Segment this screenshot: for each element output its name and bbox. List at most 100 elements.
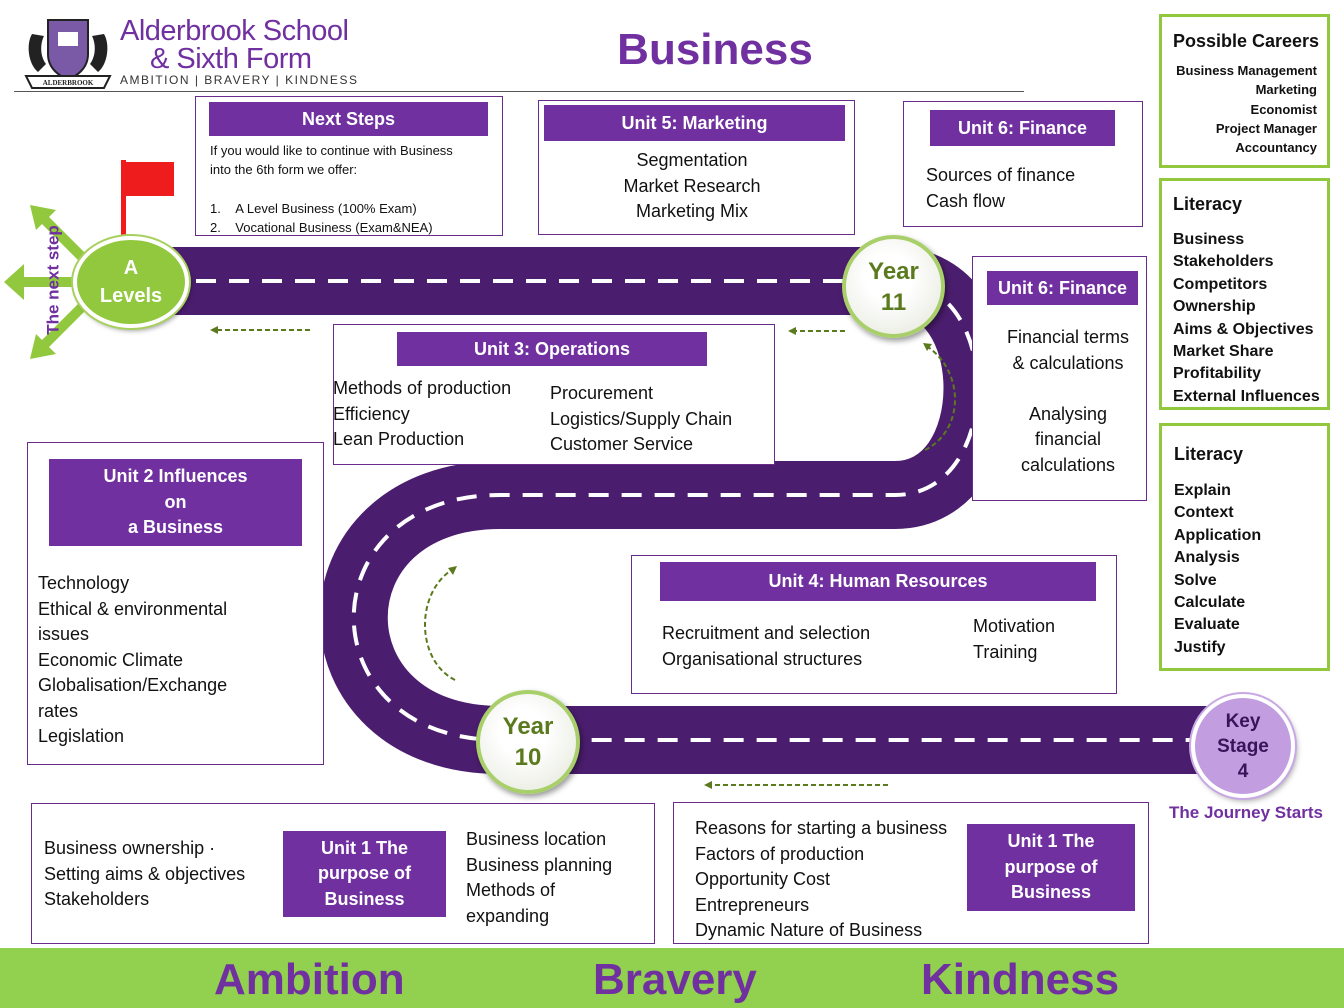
year11-milestone: Year 11 (842, 235, 945, 338)
unit4-topic: Recruitment and selection (662, 623, 871, 643)
unit2-influences-box: Unit 2 Influences on a Business Technolo… (27, 442, 324, 765)
literacy-item: Ownership (1173, 298, 1256, 316)
unit1b-topic: Reasons for starting a business (695, 818, 948, 838)
unit5-title: Unit 5: Marketing (544, 105, 845, 141)
unit3-topic: Methods of production (333, 378, 512, 398)
unit3-right-topics: Procurement Logistics/Supply Chain Custo… (550, 381, 732, 458)
header-divider (14, 91, 1024, 92)
unit4-topic: Motivation (973, 616, 1056, 636)
unit3-topic: Customer Service (550, 434, 694, 454)
unit6b-topic: Analysing (1028, 403, 1108, 424)
unit2-title-line: on (164, 491, 187, 512)
unit1b-topic: Factors of production (695, 843, 865, 864)
unit6-finance-box-b: Unit 6: Finance Financial terms & calcul… (972, 256, 1147, 501)
literacy-item: Business (1173, 231, 1245, 248)
unit6-finance-box-a: Unit 6: Finance Sources of finance Cash … (903, 101, 1143, 227)
values-footer: Ambition Bravery Kindness (0, 948, 1344, 1008)
year10-label: 10 (514, 744, 542, 771)
unit1-purpose-box-b: Reasons for starting a business Factors … (673, 802, 1149, 944)
literacy-title: Literacy (1173, 194, 1243, 214)
literacy-item: Calculate (1174, 594, 1246, 612)
literacy-item: Aims & Objectives (1173, 320, 1314, 338)
literacy-keywords-box: Literacy Business Stakeholders Competito… (1159, 178, 1330, 410)
unit6b-title: Unit 6: Finance (987, 271, 1138, 305)
school-name-line2: & Sixth Form (150, 43, 312, 75)
footer-value-ambition: Ambition (214, 955, 405, 1004)
unit6b-topic: Financial terms (1006, 327, 1130, 347)
school-name-line1: Alderbrook School (120, 15, 349, 47)
journey-starts-label: The Journey Starts (1169, 803, 1323, 822)
literacy-item: Analysis (1174, 549, 1240, 567)
a-levels-milestone: A Levels (73, 236, 189, 328)
unit6a-title: Unit 6: Finance (930, 110, 1115, 146)
unit1b-topic: Dynamic Nature of Business (695, 920, 923, 940)
unit4-right-topics: Motivation Training (973, 614, 1055, 665)
careers-list: Business Management Marketing Economist … (1176, 61, 1317, 157)
key-stage-label: Key (1225, 710, 1261, 732)
literacy-list: Explain Context Application Analysis Sol… (1174, 480, 1261, 659)
year10-milestone: Year 10 (476, 690, 580, 794)
careers-title: Possible Careers (1172, 31, 1320, 51)
literacy-title: Literacy (1174, 444, 1244, 464)
next-steps-box: Next Steps If you would like to continue… (195, 96, 503, 236)
crest-banner-text: ALDERBROOK (43, 79, 94, 87)
next-step-vertical-label: The next step (43, 225, 63, 335)
unit1a-title-line: Business (324, 888, 405, 909)
career-item: Accountancy (1235, 140, 1317, 156)
unit2-topic: Ethical & environmental (38, 598, 228, 619)
unit6b-topics: Financial terms & calculations Analysing… (973, 325, 1163, 478)
unit2-title: Unit 2 Influences on a Business (49, 459, 302, 546)
key-stage-label: 4 (1237, 760, 1249, 782)
unit2-topic: issues (38, 624, 90, 644)
unit2-title-line: Unit 2 Influences (103, 466, 248, 487)
unit4-left-topics: Recruitment and selection Organisational… (662, 621, 870, 672)
unit2-topic: Economic Climate (38, 649, 184, 670)
year11-label: Year (868, 257, 919, 285)
school-crest-icon: ALDERBROOK (24, 19, 112, 89)
school-logo: ALDERBROOK Alderbrook School & Sixth For… (18, 14, 358, 94)
unit3-operations-box: Unit 3: Operations Methods of production… (333, 324, 775, 465)
career-item: Business Management (1176, 63, 1317, 78)
unit2-topic: Globalisation/Exchange (38, 675, 228, 695)
next-steps-option: 2. Vocational Business (Exam&NEA) (210, 220, 433, 235)
unit1a-title-line: Unit 1 The (320, 837, 408, 858)
key-stage-4-milestone: Key Stage 4 (1191, 694, 1295, 798)
unit1a-topic: expanding (466, 905, 550, 926)
next-steps-intro-line: If you would like to continue with Busin… (210, 143, 453, 158)
unit2-topic: Technology (38, 573, 130, 593)
literacy-commands-box: Literacy Explain Context Application Ana… (1159, 423, 1330, 671)
unit1b-title-line: purpose of (1004, 856, 1098, 877)
literacy-item: Stakeholders (1173, 253, 1274, 271)
unit5-topics: Segmentation Market Research Marketing M… (539, 148, 845, 225)
key-stage-label: Stage (1217, 735, 1269, 757)
unit1a-topic: Stakeholders (44, 889, 150, 909)
unit1a-right-topics: Business location Business planning Meth… (466, 827, 612, 929)
next-steps-title: Next Steps (209, 102, 488, 136)
literacy-item: Competitors (1173, 275, 1268, 293)
unit6b-topic (973, 376, 1163, 402)
unit4-topic: Training (973, 641, 1038, 662)
a-levels-label: A (123, 257, 139, 279)
footer-value-kindness: Kindness (921, 955, 1120, 1004)
direction-arrows (212, 329, 956, 786)
unit6a-topic: Sources of finance (926, 165, 1076, 185)
road-center-line (130, 279, 1240, 742)
unit1a-topic: Setting aims & objectives (44, 863, 246, 884)
page-title: Business (617, 25, 813, 74)
literacy-item: External Influences (1173, 387, 1320, 405)
unit1b-title-line: Unit 1 The (1007, 831, 1095, 852)
unit3-title: Unit 3: Operations (397, 332, 707, 366)
unit1a-topic: Business location (466, 829, 607, 849)
unit2-title-line: a Business (127, 517, 224, 538)
year10-label: Year (502, 713, 554, 740)
literacy-item: Justify (1174, 638, 1226, 656)
footer-value-bravery: Bravery (593, 955, 757, 1004)
unit5-topic: Marketing Mix (635, 201, 749, 221)
flag-icon (121, 160, 174, 250)
literacy-list: Business Stakeholders Competitors Owners… (1173, 229, 1320, 408)
next-steps-intro-line: into the 6th form we offer: (210, 162, 358, 177)
unit1b-topic: Opportunity Cost (695, 869, 831, 889)
unit3-left-topics: Methods of production Efficiency Lean Pr… (333, 376, 511, 453)
unit1a-topic: Business planning (466, 854, 613, 875)
unit5-marketing-box: Unit 5: Marketing Segmentation Market Re… (538, 100, 855, 235)
